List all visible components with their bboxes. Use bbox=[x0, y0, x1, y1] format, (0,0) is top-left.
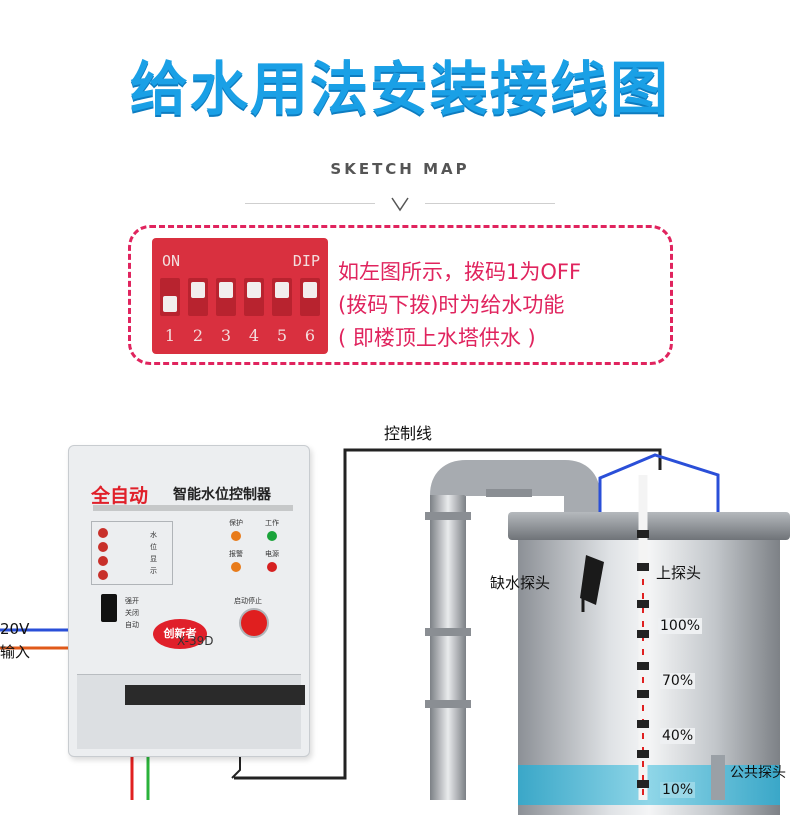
alarm-led-icon bbox=[231, 562, 241, 572]
start-stop-button[interactable] bbox=[239, 608, 269, 638]
terminal-block bbox=[125, 685, 305, 705]
power-input-label-2: 输入 bbox=[0, 643, 31, 661]
common-probe-label: 公共探头 bbox=[730, 765, 786, 781]
controller-model: X-39D bbox=[177, 634, 214, 648]
controller-subtext bbox=[93, 505, 293, 511]
controller-name: 智能水位控制器 bbox=[173, 487, 271, 503]
divider-right bbox=[425, 203, 555, 204]
probe-level-40: 40% bbox=[660, 728, 696, 744]
chevron-down-icon bbox=[391, 197, 409, 212]
dip-number: 5 bbox=[276, 326, 288, 345]
page-title: 给水用法安装接线图 bbox=[129, 55, 670, 123]
level-text: 水 bbox=[150, 531, 157, 539]
brand-logo: 创新者 bbox=[153, 619, 207, 649]
water-level-controller: 全自动 智能水位控制器 水 位 显 示 保护 工作 报警 电源 强开 关闭 自动… bbox=[68, 445, 310, 757]
indicator-label: 工作 bbox=[265, 519, 279, 527]
level-text: 示 bbox=[150, 567, 157, 575]
dip-slot-5 bbox=[272, 278, 292, 316]
dip-label: DIP bbox=[292, 252, 320, 270]
sketch-map-label: SKETCH MAP bbox=[330, 160, 470, 178]
controller-brand: 全自动 bbox=[91, 485, 149, 507]
dip-slot-3 bbox=[216, 278, 236, 316]
level-display-panel: 水 位 显 示 bbox=[91, 521, 173, 585]
low-water-probe-label: 缺水探头 bbox=[490, 574, 551, 592]
instruction-line-3: ( 即楼顶上水塔供水 ) bbox=[338, 326, 536, 350]
instruction-line-1: 如左图所示，拨码1为OFF bbox=[338, 260, 582, 284]
protect-led-icon bbox=[231, 531, 241, 541]
water-pipe bbox=[425, 460, 600, 800]
dip-number: 2 bbox=[192, 326, 204, 345]
dip-number: 6 bbox=[304, 326, 316, 345]
probe-level-100: 100% bbox=[658, 618, 703, 634]
switch-label: 自动 bbox=[125, 621, 139, 629]
indicator-label: 保护 bbox=[229, 519, 243, 527]
led-icon bbox=[98, 528, 108, 538]
dip-on-label: ON bbox=[162, 252, 181, 270]
probe-level-10: 10% bbox=[660, 782, 696, 798]
dip-slot-6 bbox=[300, 278, 320, 316]
led-icon bbox=[98, 542, 108, 552]
dip-number: 4 bbox=[248, 326, 260, 345]
mode-switch[interactable] bbox=[101, 594, 117, 622]
switch-label: 关闭 bbox=[125, 609, 139, 617]
divider-left bbox=[245, 203, 375, 204]
led-icon bbox=[98, 570, 108, 580]
dip-slot-2 bbox=[188, 278, 208, 316]
indicator-label: 电源 bbox=[265, 550, 279, 558]
dip-switch: ON DIP 1 2 3 4 5 6 bbox=[152, 238, 328, 354]
control-wire-label: 控制线 bbox=[384, 424, 433, 443]
switch-label: 强开 bbox=[125, 597, 139, 605]
probe-level-70: 70% bbox=[660, 673, 696, 689]
dip-slot-1 bbox=[160, 278, 180, 316]
work-led-icon bbox=[267, 531, 277, 541]
indicator-label: 报警 bbox=[229, 550, 243, 558]
upper-probe-label: 上探头 bbox=[656, 564, 702, 582]
button-label: 启动停止 bbox=[234, 597, 262, 605]
level-text: 位 bbox=[150, 543, 157, 551]
dip-number: 3 bbox=[220, 326, 232, 345]
led-icon bbox=[98, 556, 108, 566]
dip-number: 1 bbox=[164, 326, 176, 345]
instruction-line-2: (拨码下拨)时为给水功能 bbox=[338, 293, 565, 317]
power-led-icon bbox=[267, 562, 277, 572]
level-text: 显 bbox=[150, 555, 157, 563]
terminal-area bbox=[77, 674, 305, 749]
power-input-label-1: 20V bbox=[0, 620, 30, 638]
dip-instruction-panel bbox=[128, 225, 673, 365]
dip-slot-4 bbox=[244, 278, 264, 316]
